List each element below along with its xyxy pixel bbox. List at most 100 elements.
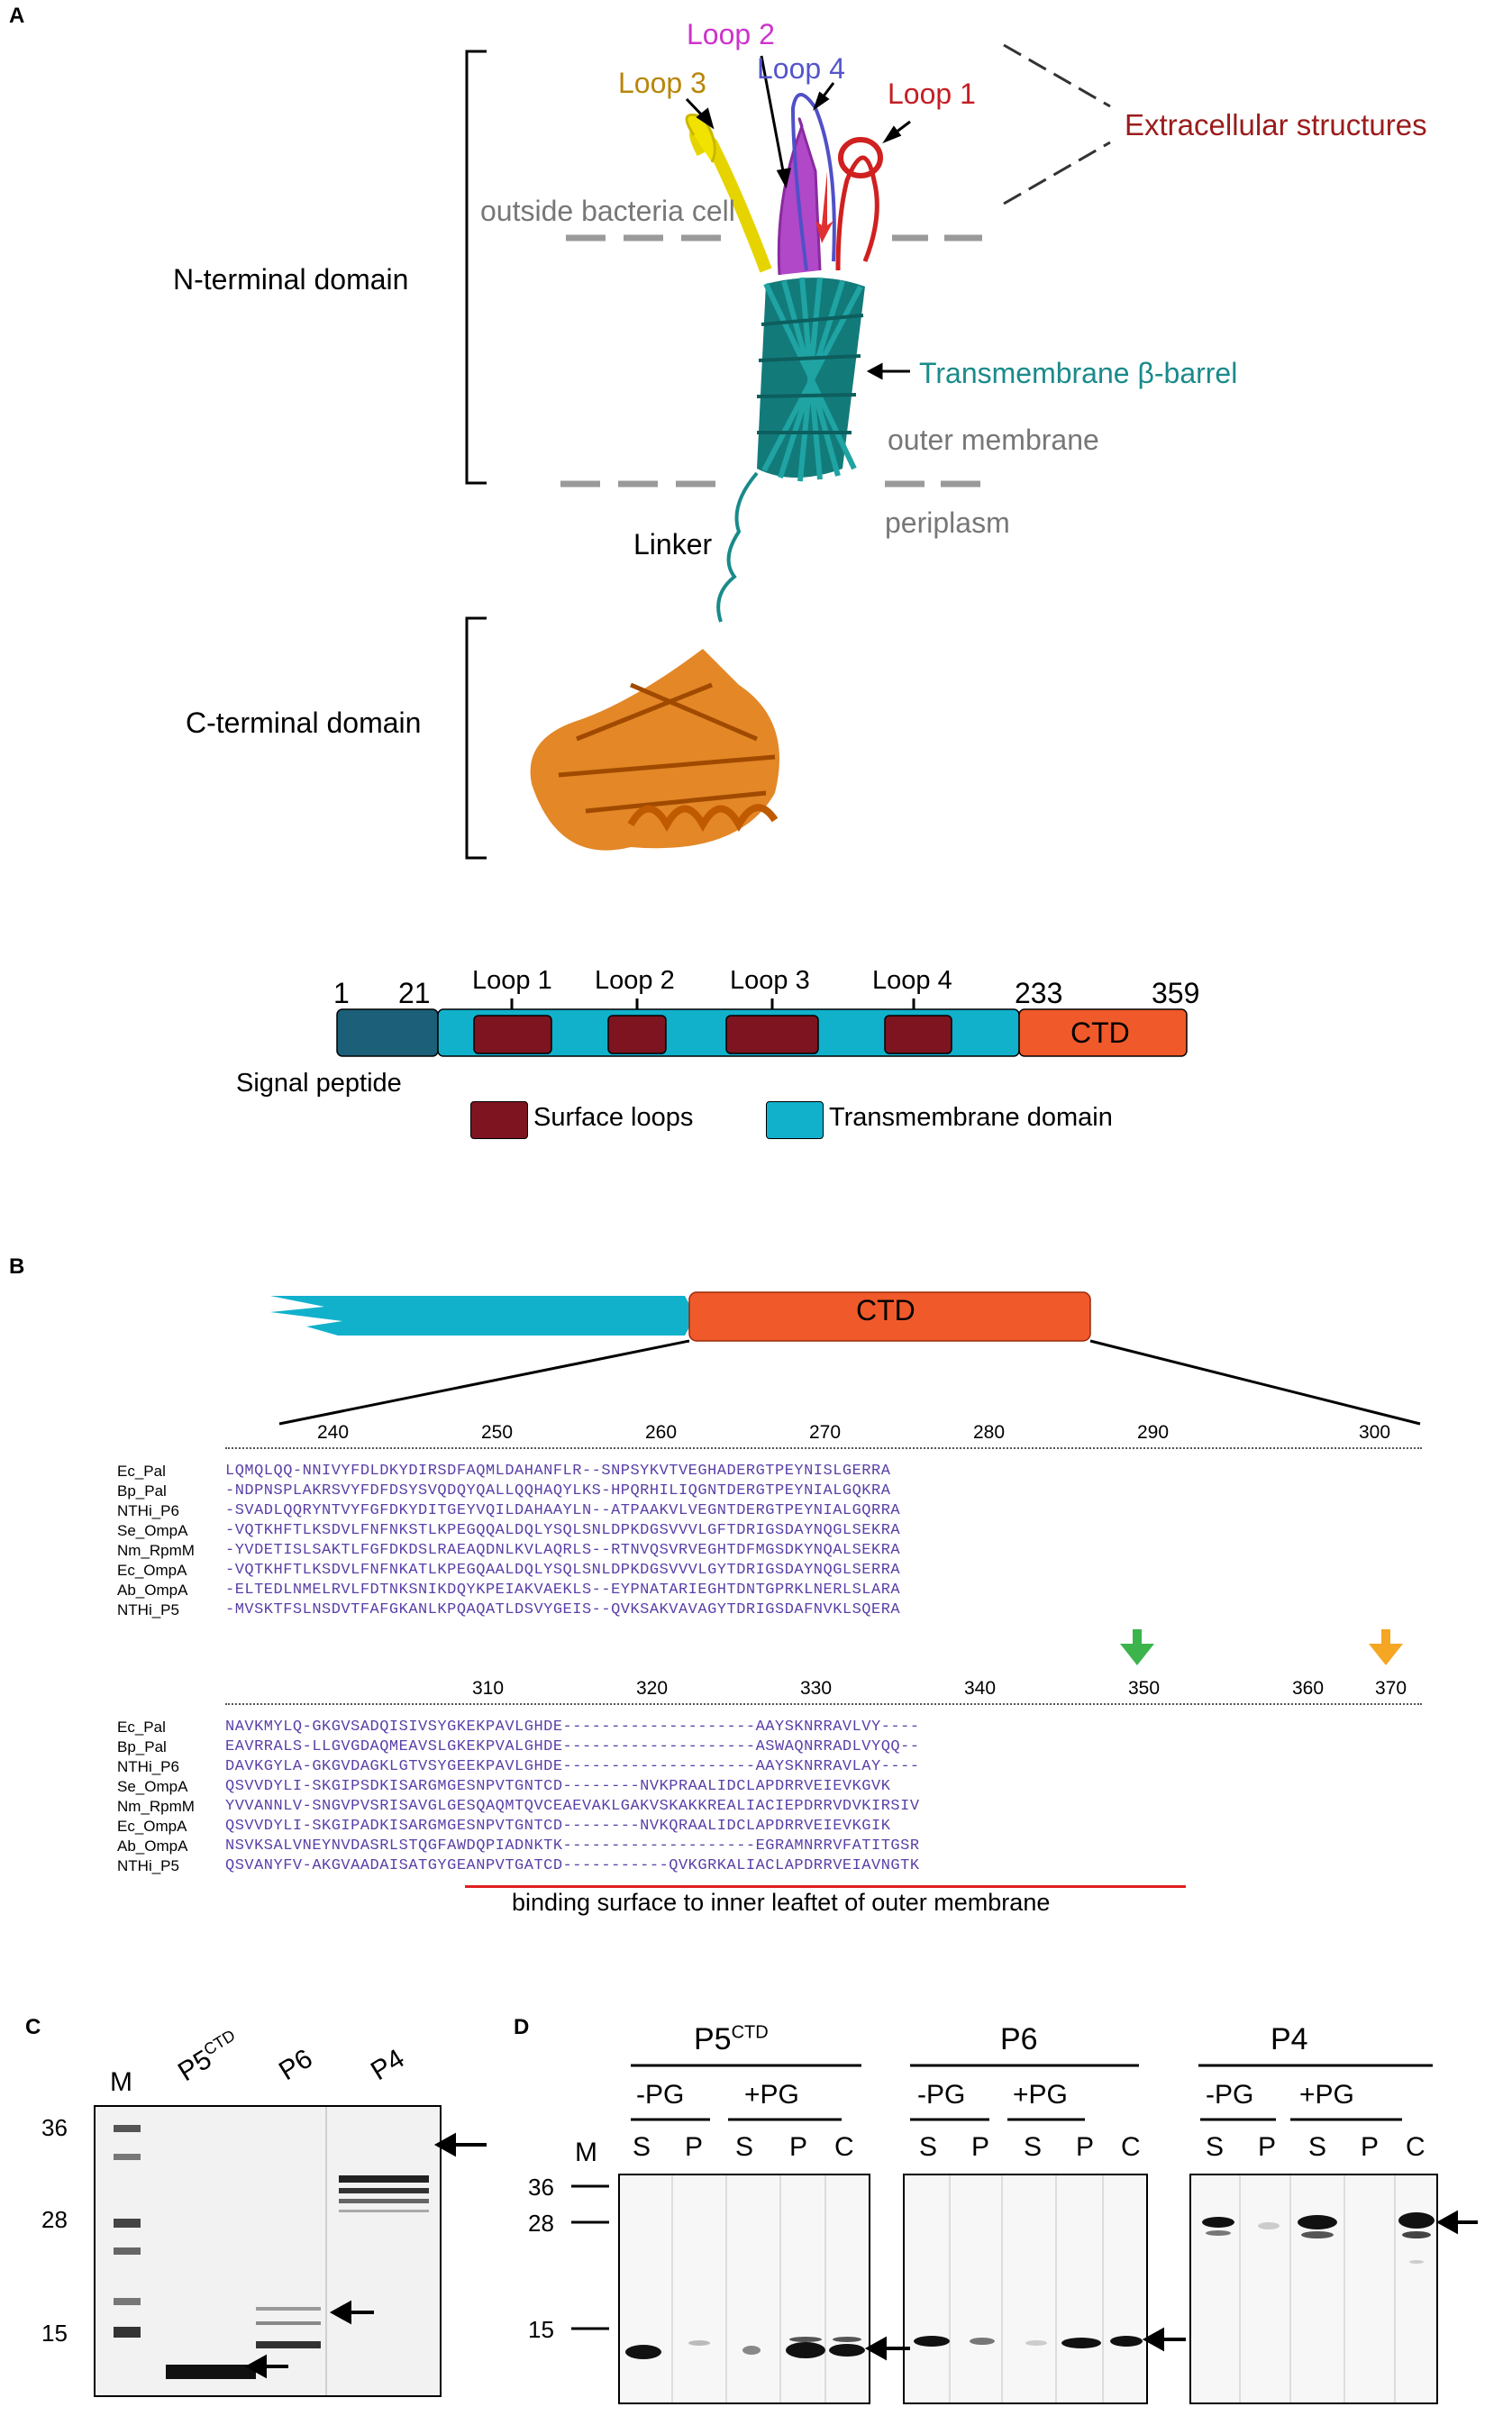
seq-name: Nm_RpmM — [117, 1798, 195, 1815]
panel-b-label: B — [9, 1254, 25, 1279]
tick: 270 — [809, 1422, 842, 1443]
map-loop4-label: Loop 4 — [872, 966, 952, 995]
tick: 310 — [472, 1678, 505, 1699]
outer-membrane-label: outer membrane — [888, 424, 1099, 456]
p5-sup: CTD — [731, 2022, 769, 2043]
pos-359: 359 — [1152, 977, 1200, 1009]
n-terminal-domain-label: N-terminal domain — [173, 263, 409, 296]
lane-m: M — [575, 2138, 597, 2167]
group-p5-label: P5CTD — [694, 2022, 769, 2057]
seq-row: NAVKMYLQ-GKGVSADQISIVSYGKEKPAVLGHDE-----… — [225, 1719, 920, 1736]
p5-text: P5 — [694, 2022, 732, 2056]
tick: 280 — [973, 1422, 1006, 1443]
p6-plus-pg: +PG — [1013, 2080, 1068, 2110]
d-mw-36: 36 — [528, 2174, 554, 2201]
lane: P — [1361, 2132, 1380, 2162]
tick: 240 — [317, 1422, 350, 1443]
seq-row: -VQTKHFTLKSDVLFNFNKATLKPEGQAALDQLYSQLSNL… — [225, 1562, 901, 1579]
tick: 300 — [1359, 1422, 1391, 1443]
map-loop1-label: Loop 1 — [472, 966, 552, 995]
periplasm-label: periplasm — [885, 506, 1010, 539]
lane: S — [633, 2132, 651, 2162]
panel-d-header-lines — [631, 2064, 1433, 2121]
seq-row: LQMQLQQ-NNIVYFDLDKYDIRSDFAQMLDAHANFLR--S… — [225, 1463, 891, 1480]
blot-p4 — [1189, 2174, 1438, 2404]
domain-map: 1 21 233 359 Loop 1 Loop 2 Loop 3 Loop 4… — [236, 966, 1200, 1146]
lane: P — [685, 2132, 704, 2162]
seq-name: Ec_OmpA — [117, 1818, 187, 1835]
blot-arrows — [864, 2210, 1478, 2361]
group-p4-label: P4 — [1271, 2022, 1308, 2056]
lane: S — [1024, 2132, 1043, 2162]
gel-c — [94, 2105, 442, 2397]
blot-p5 — [618, 2174, 870, 2404]
lane: P — [1076, 2132, 1095, 2162]
seq-row: NSVKSALVNEYNVDASRLSTQGFAWDQPIADNKTK-----… — [225, 1837, 920, 1855]
beta-barrel — [756, 277, 865, 482]
seq-row: -NDPNSPLAKRSVYFDFDSYSVQDQYQALLQQHAQYLKS-… — [225, 1482, 891, 1500]
panel-b-ctd-label: CTD — [856, 1294, 915, 1327]
tick: 340 — [964, 1678, 997, 1699]
p4-minus-pg: -PG — [1206, 2080, 1254, 2110]
tick: 320 — [636, 1678, 669, 1699]
seq-row: YVVANNLV-SNGVPVSRISAVGLGESQAQMTQVCEAEVAK… — [225, 1798, 920, 1815]
loop-4-label: Loop 4 — [757, 52, 845, 85]
lane: P — [1258, 2132, 1277, 2162]
seq-name: NTHi_P5 — [117, 1857, 179, 1874]
lane: P — [789, 2132, 808, 2162]
tick: 350 — [1128, 1678, 1161, 1699]
gel-c-bands — [114, 2107, 429, 2395]
p5-plus-pg: +PG — [744, 2080, 799, 2110]
ruler-1: 240 250 260 270 280 290 300 — [117, 1422, 1424, 1460]
lane: S — [735, 2132, 754, 2162]
binding-surface-line — [465, 1885, 1186, 1888]
seq-row: QSVANYFV-AKGVAADAISATGYGEANPVTGATCD-----… — [225, 1857, 920, 1874]
tick: 370 — [1375, 1678, 1407, 1699]
lane: C — [834, 2132, 854, 2162]
loop-3-label: Loop 3 — [618, 67, 706, 99]
blot-p4-bands — [1202, 2175, 1435, 2402]
seq-name: Ec_Pal — [117, 1463, 166, 1480]
p5-minus-pg: -PG — [636, 2080, 685, 2110]
domain-bar — [336, 998, 1188, 1057]
tick: 330 — [800, 1678, 833, 1699]
pos-21: 21 — [398, 977, 431, 1009]
map-ctd-label: CTD — [1070, 1017, 1130, 1049]
lane: S — [1206, 2132, 1225, 2162]
extracellular-label: Extracellular structures — [1125, 108, 1427, 141]
d-mw-28: 28 — [528, 2210, 554, 2237]
panel-a-label: A — [9, 4, 25, 28]
blot-p5-bands — [625, 2175, 865, 2402]
blot-p6-bands — [914, 2175, 1143, 2402]
seq-row: -YVDETISLSAKTLFGFDKDSLRAEAQDNLKVLAQRLS--… — [225, 1542, 901, 1559]
seq-row: DAVKGYLA-GKGVDAGKLGTVSYGEEKPAVLGHDE-----… — [225, 1758, 920, 1775]
c-terminal-domain-structure — [530, 649, 779, 851]
panel-d-label: D — [514, 2015, 530, 2039]
seq-row: EAVRRALS-LLGVGDAQMEAVSLGKEKPVALGHDE-----… — [225, 1738, 920, 1755]
seq-name: Ab_OmpA — [117, 1837, 188, 1855]
seq-name: Bp_Pal — [117, 1738, 167, 1755]
loop-2-label: Loop 2 — [687, 18, 775, 50]
seq-name: NTHi_P6 — [117, 1502, 179, 1519]
mw-15: 15 — [41, 2320, 68, 2347]
signal-peptide-label: Signal peptide — [236, 1069, 402, 1098]
tick: 360 — [1292, 1678, 1325, 1699]
legend-tm-label: Transmembrane domain — [829, 1103, 1113, 1132]
seq-row: -MVSKTFSLNSDVTFAFGKANLKPQAQATLDSVYGEIS--… — [225, 1601, 901, 1618]
protein-structure-illustration — [465, 43, 1111, 860]
pos-233: 233 — [1015, 977, 1063, 1009]
lane: S — [919, 2132, 938, 2162]
binding-surface-label: binding surface to inner leaftet of oute… — [512, 1889, 1051, 1916]
seq-name: Bp_Pal — [117, 1482, 167, 1500]
seq-name: Se_OmpA — [117, 1522, 188, 1539]
seq-name: Se_OmpA — [117, 1778, 188, 1795]
seq-name: Ec_OmpA — [117, 1562, 187, 1579]
p5-sup: CTD — [200, 2026, 239, 2059]
legend-loops-swatch — [470, 1101, 528, 1139]
barrel-label: Transmembrane β-barrel — [919, 357, 1238, 389]
tick: 260 — [645, 1422, 678, 1443]
tick: 250 — [481, 1422, 514, 1443]
linker-label: Linker — [633, 528, 713, 561]
d-mw-ticks — [571, 2184, 609, 2330]
seq-row: -ELTEDLNMELRVLFDTNKSNIKDQYKPEIAKVAEKLS--… — [225, 1582, 901, 1599]
